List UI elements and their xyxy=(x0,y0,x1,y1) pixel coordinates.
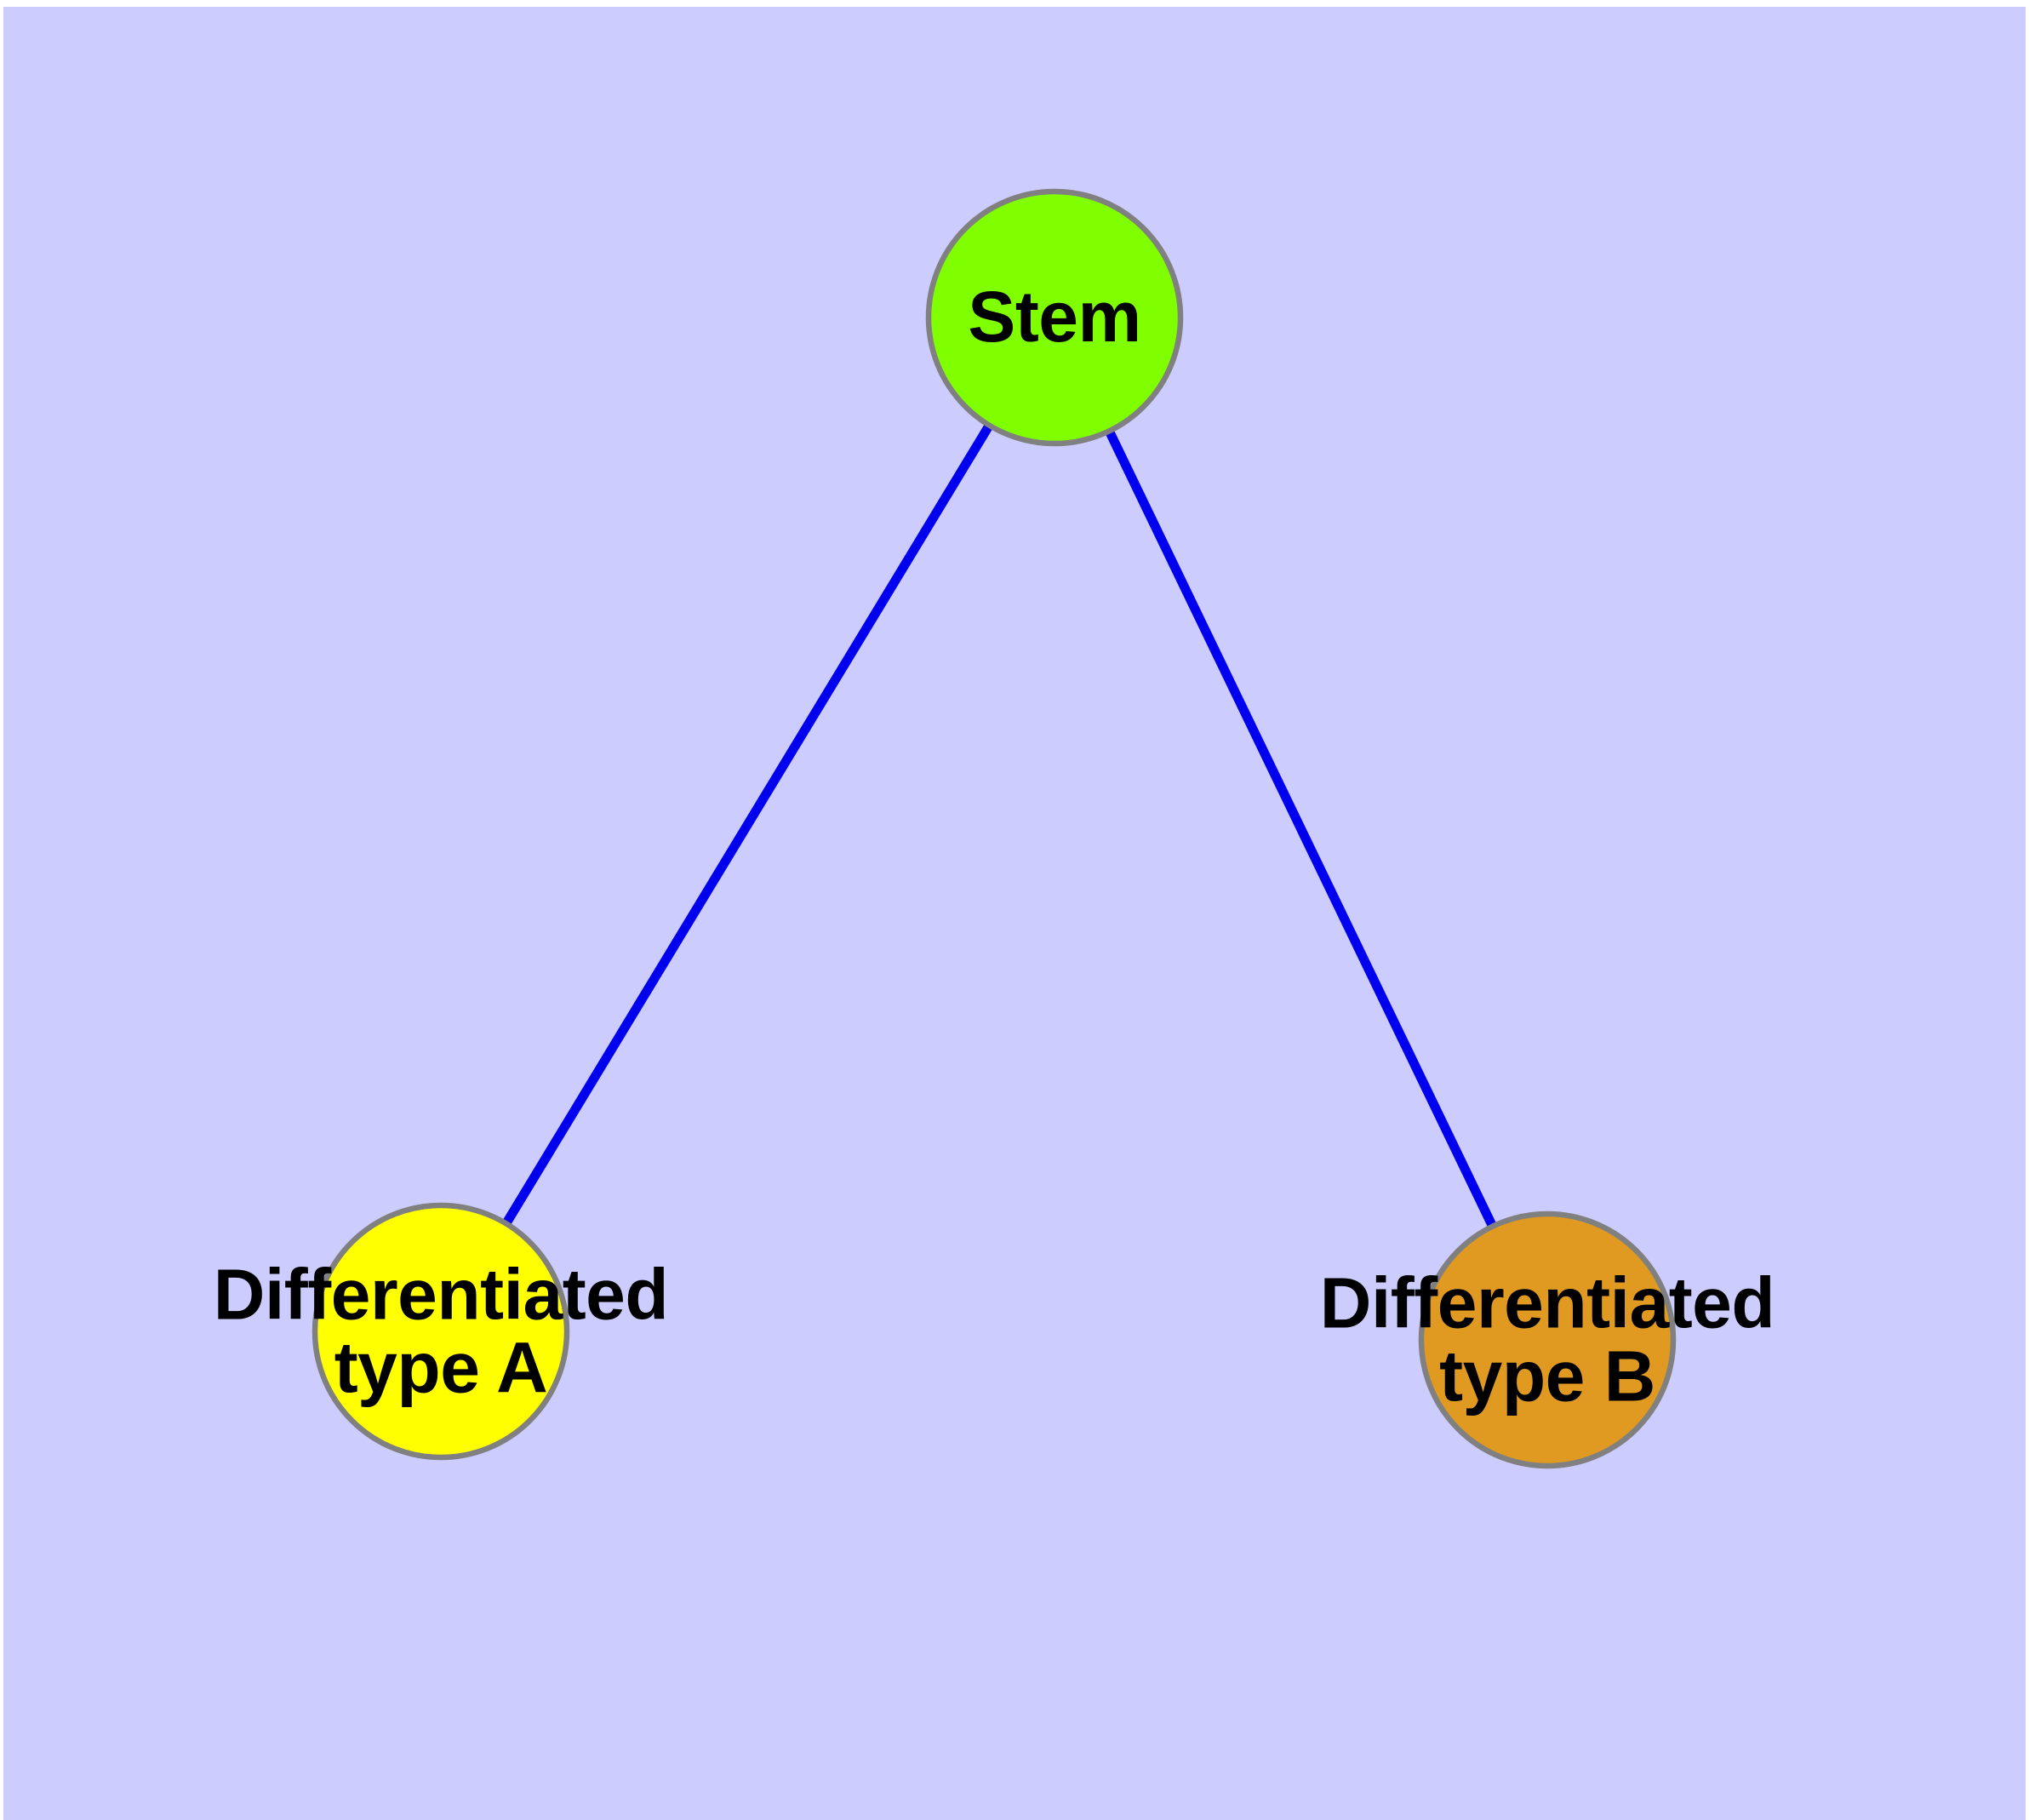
edge-stem-to-diff-b xyxy=(1050,315,1552,1342)
node-circle-diff-b[interactable] xyxy=(1418,1210,1677,1469)
edge-stem-to-diff-a xyxy=(437,315,1059,1334)
node-circle-diff-a[interactable] xyxy=(311,1202,570,1461)
node-layer xyxy=(311,188,1677,1469)
node-circle-stem[interactable] xyxy=(925,188,1184,447)
edge-layer xyxy=(437,315,1552,1342)
